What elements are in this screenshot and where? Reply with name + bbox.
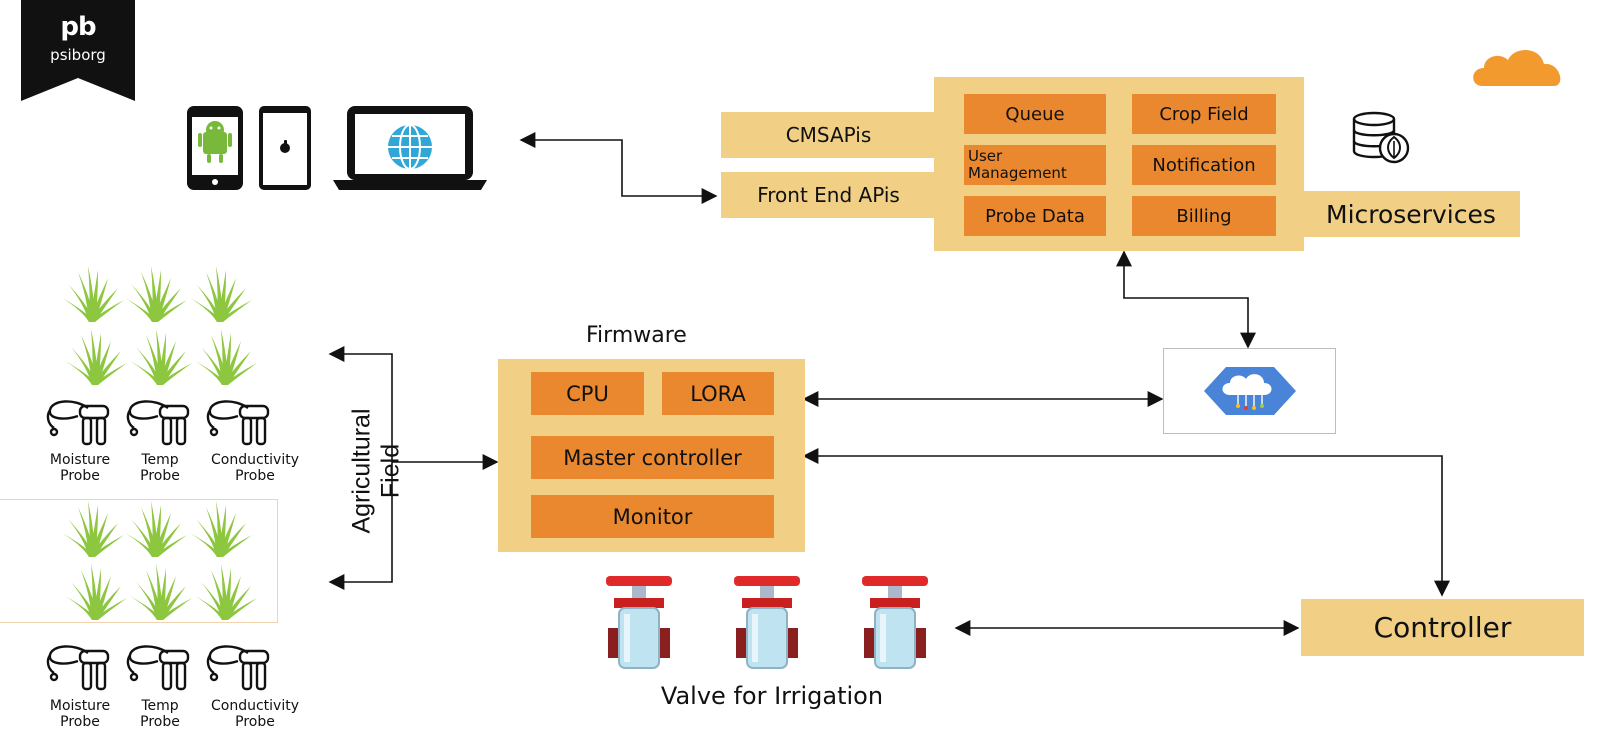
valve-icon [734,576,800,669]
microservices-label: Microservices [1326,199,1496,229]
grass-icon [125,266,187,322]
valve-row [606,576,928,669]
front-end-api-label: Front End APis [757,183,900,207]
brand-badge-icon [21,0,135,101]
billing-box: Billing [1132,196,1276,236]
brand-mark: pb [60,12,96,42]
monitor-box: Monitor [531,495,774,538]
valve-icon [606,576,672,669]
device-group [185,104,490,194]
probe-icon [126,400,190,446]
grass-icon [62,501,124,557]
android-phone-icon [187,106,243,190]
probe-icon [46,400,110,446]
microservices-banner: Microservices [1300,191,1520,237]
cpu-box: CPU [531,372,644,415]
laptop-globe-icon [333,106,487,190]
probe-data-label: Probe Data [985,205,1085,227]
grass-icon [125,501,187,557]
field-bracket [328,346,393,590]
cpu-label: CPU [566,381,609,406]
probe-data-box: Probe Data [964,196,1106,236]
grass-icon [190,266,252,322]
cms-api-box: CMSAPis [721,112,936,158]
cloud-icon [1473,49,1561,86]
controller-label: Controller [1373,611,1512,644]
iot-gateway-box [1163,348,1336,434]
grass-top [62,266,257,385]
master-controller-label: Master controller [563,445,742,470]
probe-row-bottom [46,645,270,691]
probe-row-top [46,400,270,446]
iphone-icon [259,106,311,190]
grass-bottom [62,501,257,620]
probe-icon [206,400,270,446]
user-management-label: User Management [968,147,1067,182]
front-end-api-box: Front End APis [721,172,936,218]
grass-icon [195,564,257,620]
firmware-controller-connector [802,448,1450,597]
crop-field-box: Crop Field [1132,94,1276,134]
monitor-label: Monitor [612,504,693,529]
queue-label: Queue [1005,103,1065,125]
controller-box: Controller [1301,599,1584,656]
crop-field-label: Crop Field [1159,103,1249,125]
grass-icon [65,564,127,620]
database-leaf-icon [1352,111,1410,164]
iot-gateway-icon [1204,367,1296,415]
master-controller-box: Master controller [531,436,774,479]
lora-label: LORA [690,381,746,406]
probe-icon [126,645,190,691]
grass-icon [190,501,252,557]
notification-box: Notification [1132,145,1276,185]
probe-icon [206,645,270,691]
grass-icon [65,329,127,385]
field-label: Agricultural Field [347,408,405,534]
valve-label: Valve for Irrigation [660,682,884,710]
grass-icon [62,266,124,322]
cms-api-label: CMSAPis [785,123,872,147]
grass-icon [195,329,257,385]
valve-icon [862,576,928,669]
brand-name: psiborg [50,46,106,64]
billing-label: Billing [1176,205,1232,227]
microservices-gateway-connector [1116,250,1256,349]
field-zone-frame [0,499,278,623]
grass-icon [130,329,192,385]
brand-logo: pb psiborg [21,0,135,101]
firmware-title: Firmware [586,323,687,348]
notification-label: Notification [1152,154,1256,176]
user-management-box: User Management [964,145,1106,185]
queue-box: Queue [964,94,1106,134]
lora-box: LORA [662,372,774,415]
grass-icon [130,564,192,620]
devices-api-connector [519,132,718,204]
probe-icon [46,645,110,691]
